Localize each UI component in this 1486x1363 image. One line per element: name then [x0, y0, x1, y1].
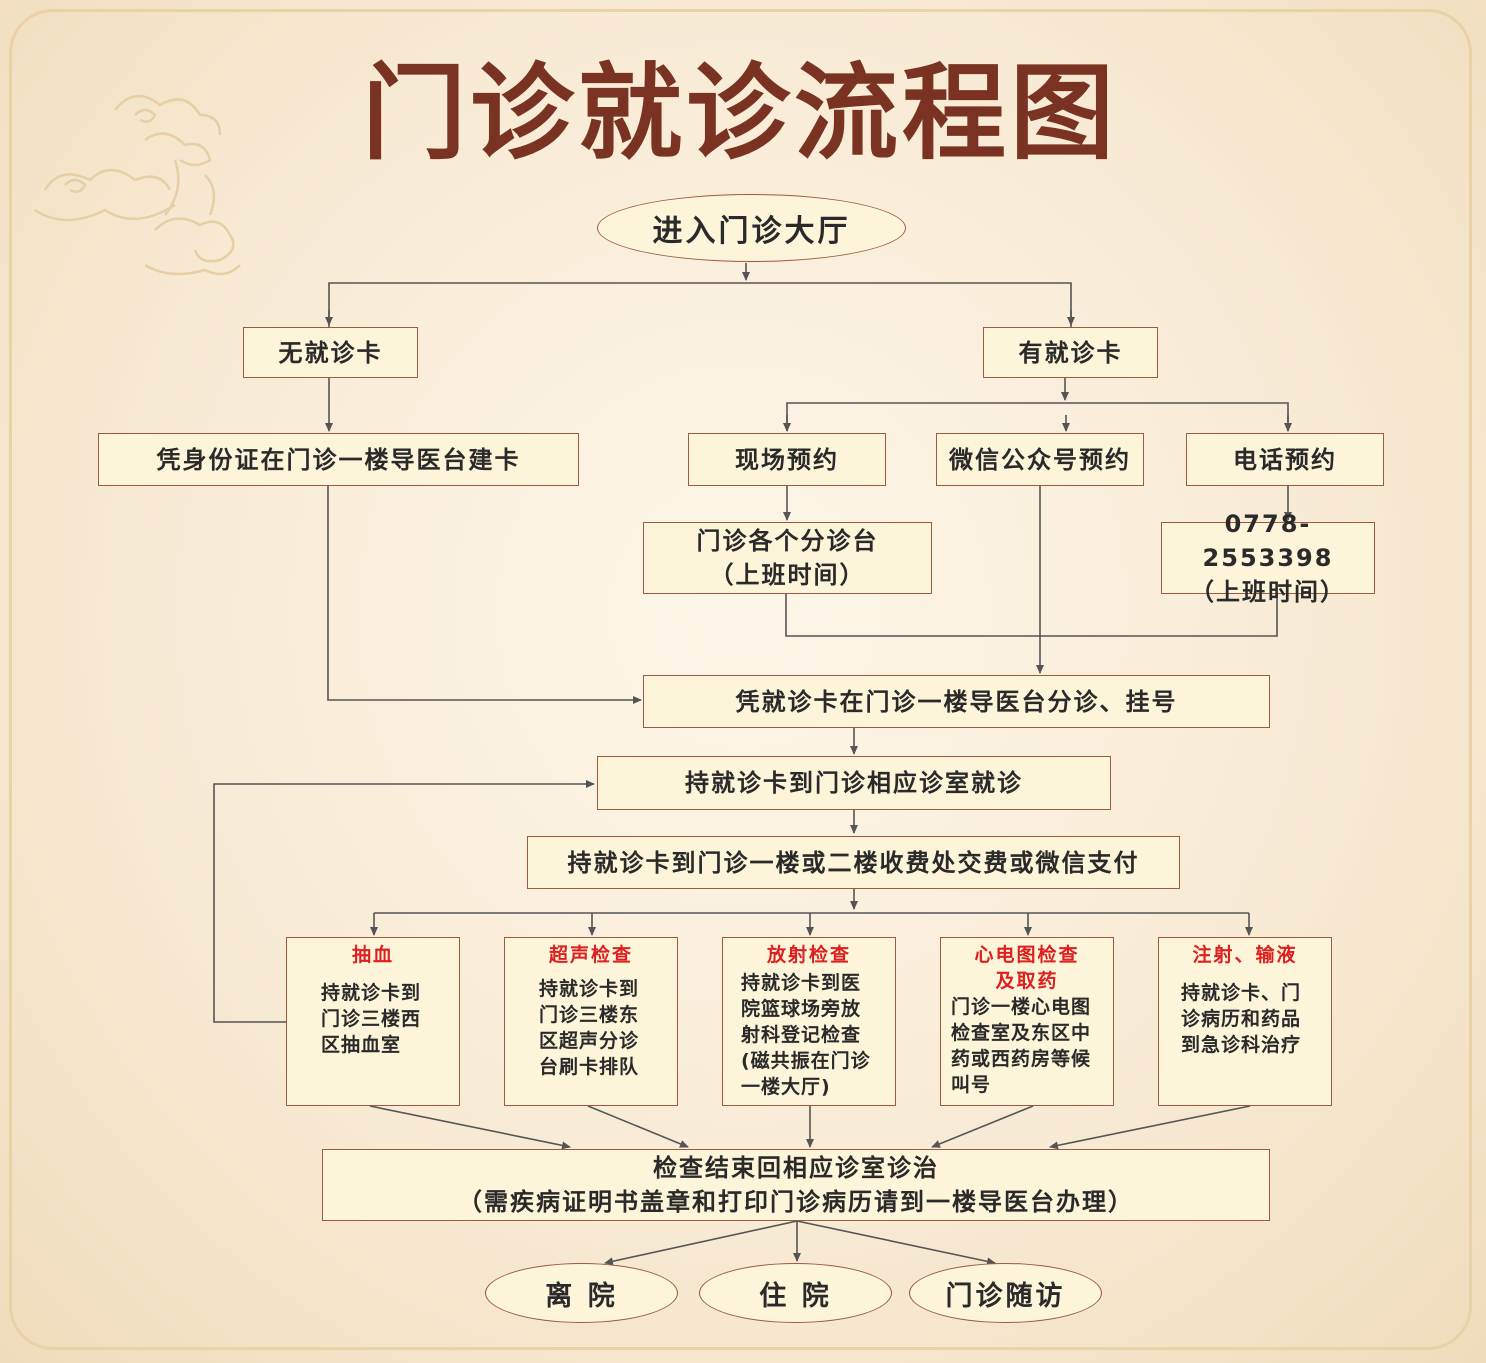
node-results: 检查结束回相应诊室诊治 （需疾病证明书盖章和打印门诊病历请到一楼导医台办理）: [322, 1149, 1270, 1221]
node-id-card-registration: 凭身份证在门诊一楼导医台建卡: [98, 433, 579, 486]
node-enter-hall: 进入门诊大厅: [597, 194, 906, 262]
exam-title: 抽血: [351, 944, 394, 966]
outcome-discharge: 离 院: [485, 1263, 678, 1323]
cloud-ornament: [34, 95, 241, 276]
outcome-follow-up: 门诊随访: [909, 1263, 1102, 1323]
exam-body: 持就诊卡到医 院篮球场旁放 射科登记检查 (磁共振在门诊 一楼大厅): [741, 972, 871, 1098]
node-triage-desks: 门诊各个分诊台 （上班时间）: [643, 522, 932, 594]
node-phone-number: 0778-2553398 （上班时间）: [1161, 510, 1375, 606]
exam-title: 超声检查: [548, 944, 633, 966]
outcome-hospitalization: 住 院: [699, 1263, 892, 1323]
node-phone-booking: 电话预约: [1186, 433, 1384, 486]
exam-body: 持就诊卡、门 诊病历和药品 到急诊科治疗: [1181, 982, 1302, 1056]
node-visit-clinic: 持就诊卡到门诊相应诊室就诊: [597, 756, 1111, 810]
exam-body: 门诊一楼心电图 检查室及东区中 药或西药房等候 叫号: [951, 996, 1092, 1096]
exam-ultrasound: 超声检查 持就诊卡到 门诊三楼东 区超声分诊 台刷卡排队: [504, 937, 678, 1106]
exam-title: 放射检查: [766, 944, 851, 966]
node-onsite-booking: 现场预约: [688, 433, 886, 486]
exam-injection: 注射、输液 持就诊卡、门 诊病历和药品 到急诊科治疗: [1158, 937, 1332, 1106]
exam-ecg-pharmacy: 心电图检查 及取药 门诊一楼心电图 检查室及东区中 药或西药房等候 叫号: [940, 937, 1114, 1106]
exam-title: 心电图检查 及取药: [974, 944, 1080, 992]
node-register: 凭就诊卡在门诊一楼导医台分诊、挂号: [643, 675, 1270, 728]
exam-blood: 抽血 持就诊卡到 门诊三楼西 区抽血室: [286, 937, 460, 1106]
exam-body: 持就诊卡到 门诊三楼东 区超声分诊 台刷卡排队: [539, 978, 640, 1078]
node-wechat-booking: 微信公众号预约: [936, 433, 1144, 486]
node-has-card: 有就诊卡: [983, 327, 1158, 378]
exam-radiology: 放射检查 持就诊卡到医 院篮球场旁放 射科登记检查 (磁共振在门诊 一楼大厅): [722, 937, 896, 1106]
decorative-frame: [9, 9, 1472, 1350]
exam-title: 注射、输液: [1192, 944, 1298, 966]
node-payment: 持就诊卡到门诊一楼或二楼收费处交费或微信支付: [527, 836, 1180, 889]
exam-body: 持就诊卡到 门诊三楼西 区抽血室: [321, 982, 422, 1056]
node-no-card: 无就诊卡: [243, 327, 418, 378]
page-title: 门诊就诊流程图: [361, 52, 1118, 174]
